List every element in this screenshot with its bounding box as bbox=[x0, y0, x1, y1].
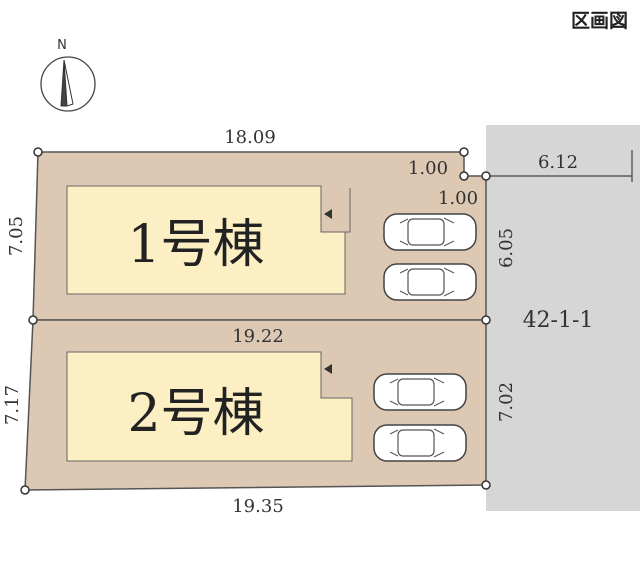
car-icon bbox=[373, 373, 467, 411]
dim-lot2-right: 7.02 bbox=[496, 382, 517, 422]
dim-corner-horizontal: 1.00 bbox=[408, 158, 448, 179]
north-compass: N bbox=[40, 38, 96, 112]
building-2-entrance-arrow bbox=[324, 364, 332, 374]
north-label: N bbox=[57, 38, 67, 53]
building-1-entrance bbox=[345, 188, 351, 233]
dim-lot1-right: 6.05 bbox=[496, 228, 517, 268]
road-width-label: 6.12 bbox=[538, 152, 578, 173]
car-icon bbox=[373, 424, 467, 462]
road-area bbox=[486, 125, 640, 511]
building-1-entrance-arrow bbox=[324, 209, 332, 219]
dim-top: 18.09 bbox=[224, 127, 276, 148]
dim-lot1-left: 7.05 bbox=[6, 216, 27, 256]
building-2-label: 2号棟 bbox=[127, 384, 264, 444]
building-1-label: 1号棟 bbox=[127, 215, 264, 275]
road-name-label: 42-1-1 bbox=[523, 308, 594, 333]
map-title: 区画図 bbox=[570, 10, 628, 32]
car-icon bbox=[383, 213, 477, 251]
dim-middle: 19.22 bbox=[232, 326, 284, 347]
dim-bottom: 19.35 bbox=[232, 496, 284, 517]
car-icon bbox=[383, 263, 477, 301]
dim-lot2-left: 7.17 bbox=[2, 385, 23, 425]
boundary-points bbox=[20, 147, 491, 495]
dim-corner-vertical: 1.00 bbox=[438, 188, 478, 209]
